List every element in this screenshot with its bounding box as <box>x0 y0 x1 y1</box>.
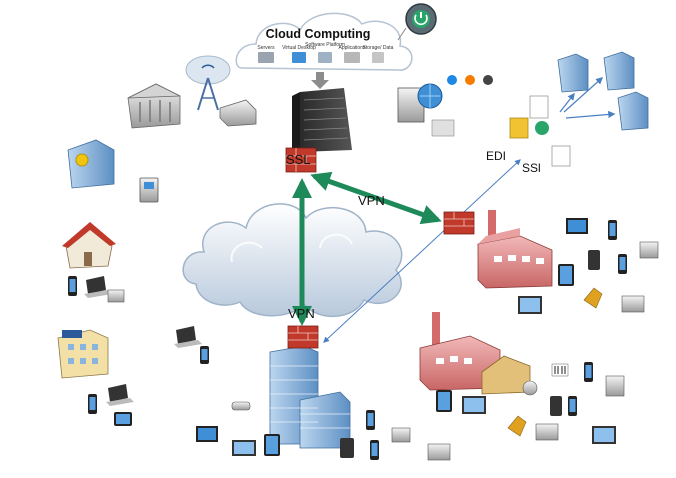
desktop-computer-icon <box>592 426 616 444</box>
tablet-icon <box>264 434 280 456</box>
camera-icon <box>231 401 251 411</box>
phone-icon <box>608 220 617 240</box>
phone-icon <box>68 276 77 296</box>
machine-icon <box>621 295 645 313</box>
camera-icon <box>522 380 538 396</box>
service-label-software-platform: Software Platform <box>305 42 345 48</box>
factory-icon <box>477 210 553 289</box>
desktop-computer-icon <box>196 426 218 442</box>
storage-icon <box>372 52 384 63</box>
laptop-icon <box>106 384 134 406</box>
phone-icon <box>618 254 627 274</box>
barcode-icon <box>551 363 569 377</box>
desktop-computer-icon <box>462 396 486 414</box>
power-button-icon <box>405 3 437 35</box>
tablet-icon <box>114 412 132 426</box>
factory-firewall-icon <box>443 211 475 235</box>
printer-icon <box>391 427 411 443</box>
vpn-label-top: VPN <box>358 193 385 208</box>
desktop-computer-icon <box>232 440 256 456</box>
ssl-label: SSL <box>286 152 311 167</box>
phone-icon <box>568 396 577 416</box>
finance-building-icon <box>67 139 115 189</box>
printer-icon <box>107 289 125 303</box>
hotel-icon <box>57 329 109 379</box>
link-node-3 <box>565 110 616 119</box>
server-rack-icon <box>292 88 352 152</box>
service-icons <box>258 52 384 63</box>
phone-icon <box>366 410 375 430</box>
server-tower-icon <box>603 51 635 91</box>
fax-machine-icon <box>219 99 257 127</box>
phone-icon <box>370 440 379 460</box>
service-label-virtual-desktop: Virtual Desktop <box>282 45 316 51</box>
phone-icon <box>88 394 97 414</box>
desktop-computer-icon <box>518 296 542 314</box>
tablet-icon <box>558 264 574 286</box>
web-server-icon <box>397 83 455 137</box>
tablet-icon <box>436 390 452 412</box>
cloud-computing-panel: Cloud Computing Servers Virtual Desktop … <box>235 3 437 71</box>
link-node-1 <box>559 92 575 113</box>
printer-icon <box>639 241 659 259</box>
cloud-icon <box>182 203 403 317</box>
cloud-to-server-arrow <box>311 72 329 89</box>
house-icon <box>62 222 116 269</box>
desk-phone-icon <box>340 438 354 458</box>
laptop-icon <box>84 276 112 298</box>
desktop-computer-icon <box>566 218 588 234</box>
server-tower-icon <box>617 91 649 131</box>
wifi-tower-icon <box>185 55 231 111</box>
server-tower-icon <box>557 53 589 93</box>
printer-icon <box>427 443 451 461</box>
software-platform-icon <box>318 52 332 63</box>
printer-icon <box>605 375 625 397</box>
desk-phone-icon <box>550 396 562 416</box>
service-label-storage: Storage/ Data <box>363 45 394 51</box>
document-icon <box>509 95 571 167</box>
laptop-icon <box>174 326 202 348</box>
edi-label: EDI <box>486 149 506 163</box>
virtual-desktop-icon <box>292 52 306 63</box>
phone-icon <box>200 346 209 364</box>
desk-phone-icon <box>588 250 600 270</box>
bank-building-icon <box>127 83 181 129</box>
applications-icon <box>344 52 360 63</box>
robot-arm-icon <box>583 287 603 309</box>
cloud-computing-title: Cloud Computing <box>266 27 371 41</box>
phone-icon <box>584 362 593 382</box>
office-building-icon <box>269 345 351 449</box>
service-label-servers: Servers <box>257 45 275 51</box>
machine-icon <box>535 423 559 441</box>
robot-arm-icon <box>507 415 527 437</box>
firewall-icon <box>285 147 317 173</box>
office-firewall-icon <box>287 325 319 349</box>
servers-icon <box>258 52 274 63</box>
service-label-applications: Applications <box>339 45 366 51</box>
ssl-label-right: SSl <box>522 161 541 175</box>
link-node-2 <box>563 77 604 113</box>
cms-logos <box>447 75 493 85</box>
vpn-label-bottom: VPN <box>288 306 315 321</box>
atm-icon <box>139 177 159 203</box>
factory-lower-icon <box>419 312 531 395</box>
link-office-to-edi <box>323 159 521 343</box>
